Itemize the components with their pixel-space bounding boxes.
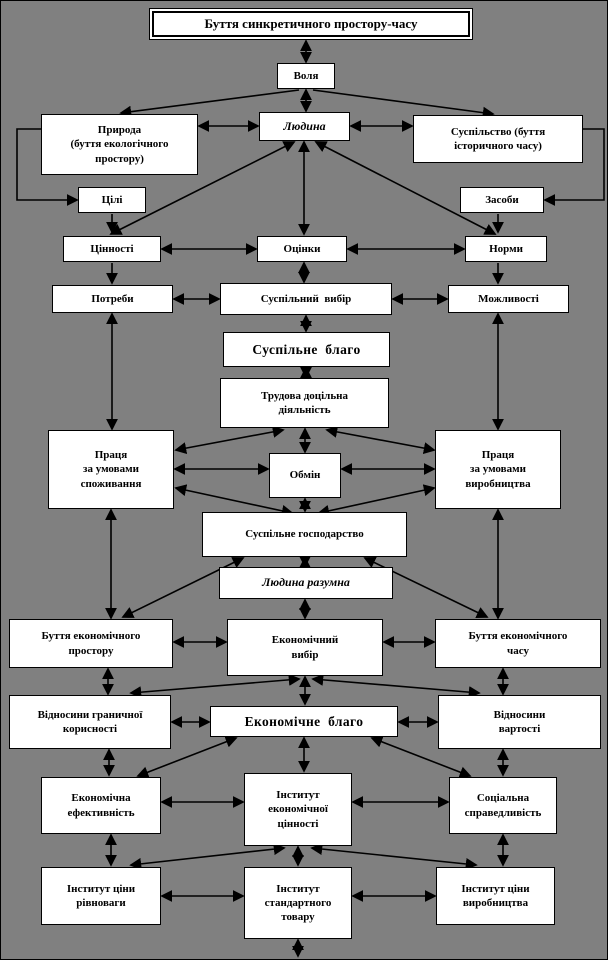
node-suspilne-hospodarstvo: Суспільне господарство — [202, 512, 407, 557]
node-label: Інститут ціни виробництва — [461, 882, 530, 909]
node-label: Засоби — [485, 193, 519, 206]
edge-volya-pryroda — [119, 89, 300, 118]
node-label: Праця за умовами виробництва — [465, 449, 531, 490]
node-label: Економічний вибір — [271, 634, 339, 661]
node-label: Воля — [293, 69, 319, 82]
edge-trudova-pratsya-spozhyvannya — [174, 425, 285, 455]
node-label: Людина — [283, 118, 326, 133]
node-tsili: Цілі — [78, 187, 146, 213]
node-volya: Воля — [277, 63, 335, 89]
node-instytut-tsiny-rivnovahy: Інститут ціни рівноваги — [41, 867, 161, 925]
node-label: Соціальна справедливість — [464, 792, 542, 819]
node-suspilnyi-vybir: Суспільний вибір — [220, 283, 392, 315]
node-label: Інститут економічної цінності — [268, 789, 328, 830]
edge-volya-suspilstvo — [312, 89, 495, 119]
node-label: Цілі — [101, 193, 123, 206]
node-suspilstvo: Суспільство (буття історичного часу) — [413, 115, 583, 163]
node-mozhlyvosti: Можливості — [448, 285, 569, 313]
node-label: Інститут ціни рівноваги — [66, 882, 136, 909]
node-buttya-synkretychnoho-prostoru-chasu: Буття синкретичного простору-часу — [149, 8, 473, 40]
node-label: Буття економічного простору — [41, 630, 141, 657]
edge-instytut-tsinnosti-instytut-vyrobnytstva — [310, 843, 478, 870]
node-label: Економічне благо — [244, 713, 364, 729]
node-label: Суспільне господарство — [245, 528, 364, 541]
edge-trudova-pratsya-vyrobnytstva — [325, 425, 436, 455]
node-lyudyna: Людина — [259, 112, 350, 141]
node-label: Цінності — [90, 242, 134, 255]
node-trudova-diyalnist: Трудова доцільна діяльність — [220, 378, 389, 428]
node-otsinky: Оцінки — [257, 236, 347, 262]
node-instytut-ekonomichnoi-tsinnosti: Інститут економічної цінності — [244, 773, 352, 846]
node-label: Економічна ефективність — [67, 792, 135, 819]
node-label: Буття синкретичного простору-часу — [204, 15, 418, 31]
node-buttya-ekonomichnoho-chasu: Буття економічного часу — [435, 619, 601, 668]
edge-instytut-tsinnosti-instytut-rivnovahy — [129, 843, 286, 870]
node-label: Буття економічного часу — [468, 630, 568, 657]
node-ekonomichnyi-vybir: Економічний вибір — [227, 619, 383, 676]
node-suspilne-blaho: Суспільне благо — [223, 332, 390, 367]
edge-pratsya-vyrobnytstva-hospodarstvo — [317, 484, 436, 517]
node-label: Праця за умовами споживання — [80, 449, 142, 490]
node-label: Природа (буття екологічного простору) — [70, 124, 169, 165]
node-label: Обмін — [289, 469, 321, 482]
node-label: Оцінки — [283, 242, 321, 255]
node-instytut-tsiny-vyrobnytstva: Інститут ціни виробництва — [436, 867, 555, 925]
node-label: Норми — [489, 242, 523, 255]
node-sotsialna-spravedlyvist: Соціальна справедливість — [449, 777, 557, 834]
node-label: Трудова доцільна діяльність — [261, 389, 348, 416]
node-tsinnosti: Цінності — [63, 236, 161, 262]
node-label: Відносини вартості — [493, 708, 546, 735]
node-label: Відносини граничної корисності — [37, 708, 143, 735]
edge-pryroda-tsili-elbow — [16, 128, 79, 206]
node-label: Потреби — [91, 292, 134, 305]
node-ekonomichne-blaho: Економічне благо — [210, 706, 398, 737]
node-buttya-ekonomichnoho-prostoru: Буття економічного простору — [9, 619, 173, 668]
node-label: Можливості — [478, 292, 539, 305]
node-lyudyna-razumna: Людина разумна — [219, 567, 393, 599]
node-label: Суспільне благо — [252, 341, 361, 357]
node-instytut-standartnoho-tovaru: Інститут стандартного товару — [244, 867, 352, 939]
node-pratsya-vyrobnytstva: Праця за умовами виробництва — [435, 430, 561, 509]
node-label: Суспільство (буття історичного часу) — [450, 125, 546, 152]
node-pryroda: Природа (буття екологічного простору) — [41, 114, 198, 175]
node-normy: Норми — [465, 236, 547, 262]
node-label: Інститут стандартного товару — [264, 882, 332, 924]
node-potreby: Потреби — [52, 285, 173, 313]
edge-suspilstvo-zasoby-elbow — [543, 128, 605, 206]
node-ekonomichna-efektyvnist: Економічна ефективність — [41, 777, 161, 834]
node-label: Суспільний вибір — [260, 292, 352, 305]
node-pratsya-spozhyvannya: Праця за умовами споживання — [48, 430, 174, 509]
node-vidnosyny-hranychnoi-korysnosti: Відносини граничної корисності — [9, 695, 171, 749]
edge-pratsya-spozhyvannya-hospodarstvo — [174, 484, 294, 517]
node-zasoby: Засоби — [460, 187, 544, 213]
node-vidnosyny-vartosti: Відносини вартості — [438, 695, 601, 749]
edge-ekonomichne-blaho-spravedlyvist — [370, 736, 472, 778]
edge-ekonomichnyi-vybir-vidnosyny-vartosti — [311, 673, 481, 699]
edge-ekonomichne-blaho-efektyvnist — [136, 736, 238, 778]
node-label: Людина разумна — [262, 575, 350, 590]
node-obmin: Обмін — [269, 453, 341, 498]
edge-lyudyna-tsinnosti — [109, 141, 296, 235]
edge-ekonomichnyi-vybir-vidnosyny-korysnosti — [129, 673, 301, 699]
edge-lyudyna-normy — [314, 141, 497, 235]
